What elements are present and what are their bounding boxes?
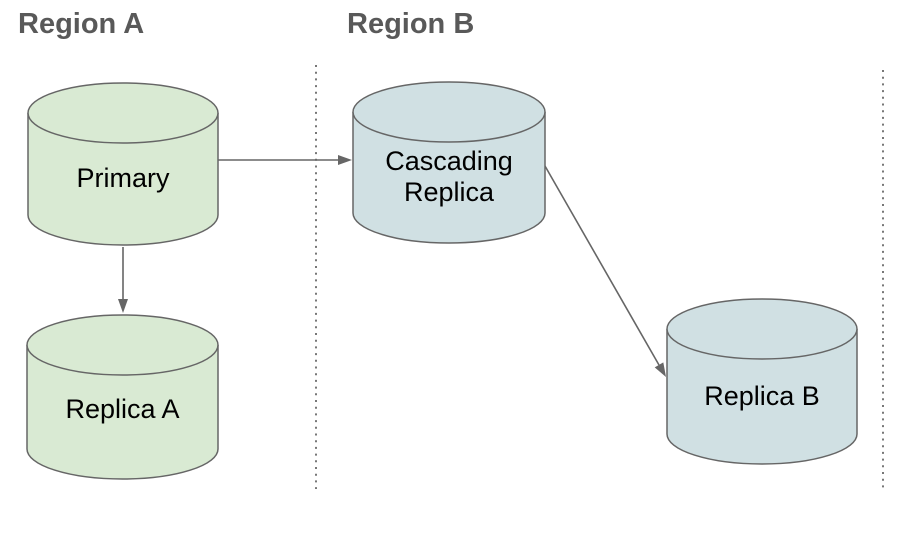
cylinder-top [352,81,546,143]
cascading-replica-label-line2: Replica [403,177,495,207]
region-b-label: Region B [347,8,475,40]
cylinder-top [26,314,219,376]
arrowhead [338,155,352,165]
cascading-replica-cylinder [352,81,546,244]
primary-cylinder [27,82,219,246]
cylinder-top [27,82,219,144]
arrow-line [544,165,660,366]
cylinder-body [352,112,546,244]
arrow-primary-to-replica-a [118,247,128,313]
primary-node-label: Primary [76,163,170,193]
replica-b-node-label: Replica B [704,381,820,411]
cylinder-top [666,298,858,360]
arrowhead [118,299,128,313]
arrowhead [654,362,666,377]
cylinder-body [27,113,219,246]
connectors [118,155,666,377]
replica-b-cylinder [666,298,858,465]
cascading-replica-node-label: Cascading Replica [353,146,545,208]
cylinder-body [26,345,219,480]
arrow-cascading-replica-to-replica-b [544,165,666,377]
region-a-label: Region A [18,8,145,40]
cascading-replica-label-line1: Cascading [385,146,513,176]
arrow-primary-to-cascading-replica [218,155,352,165]
cylinder-body [666,329,858,465]
replica-a-node-label: Replica A [65,394,180,424]
replica-a-cylinder [26,314,219,480]
